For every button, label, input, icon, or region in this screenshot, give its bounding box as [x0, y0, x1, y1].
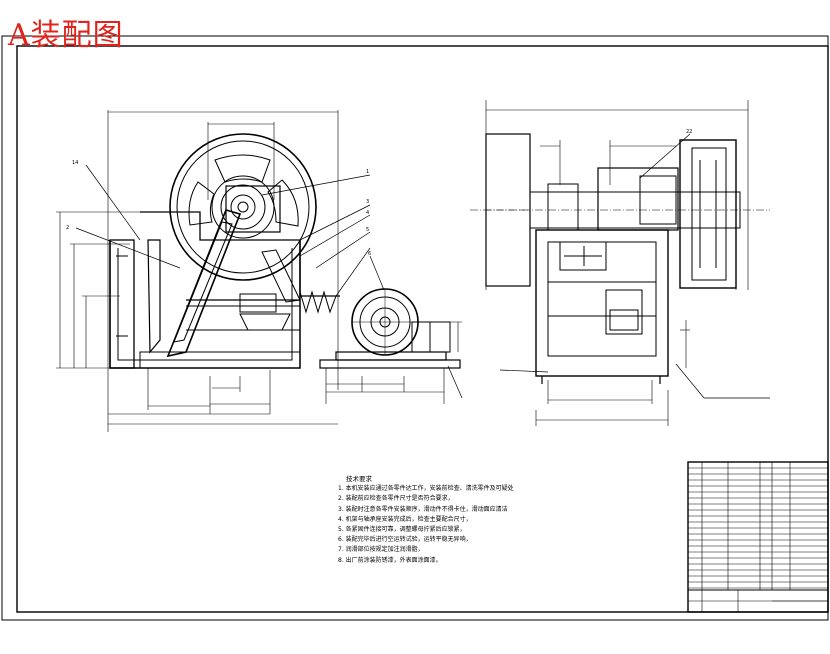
technical-requirements: 技术要求 1. 本机安装应通过各零件达工作，安装前检查、清洗零件及可疑处 2. …	[338, 474, 668, 566]
balloon-label: 5	[366, 227, 369, 233]
balloon-label: 3	[366, 199, 369, 205]
front-view	[56, 110, 371, 432]
requirement-line: 7. 润滑部位按规定加注润滑脂，	[338, 546, 424, 554]
requirement-line: 2. 装配前应检查各零件尺寸是否符合要求，	[338, 495, 454, 503]
balloon-label: 2	[66, 225, 69, 231]
drawing-title-tag: A装配图	[8, 18, 124, 53]
requirement-line: 3. 装配时注意各零件安装顺序，滑动件不得卡住，滑动面应清洁	[338, 505, 508, 513]
title-block	[687, 461, 829, 613]
motor-view	[319, 255, 463, 404]
requirement-line: 4. 机架与轴承座安装完成后，检查主要配合尺寸，	[338, 515, 472, 523]
balloon-label: 6	[368, 251, 371, 257]
parts-list-rows	[688, 467, 828, 589]
balloon-label: 4	[366, 210, 369, 216]
balloon-label: 22	[686, 129, 692, 135]
requirement-line: 5. 各紧固件连接可靠，调整螺母拧紧后应锁紧，	[338, 526, 466, 534]
side-view	[470, 100, 770, 426]
inner-border	[16, 45, 829, 613]
technical-requirements-heading: 技术要求	[346, 475, 372, 483]
balloon-label: 14	[72, 160, 78, 166]
requirement-line: 1. 本机安装应通过各零件达工作，安装前检查、清洗零件及可疑处	[338, 485, 514, 493]
requirement-line: 6. 装配完毕后进行空运转试验，运转平稳无异响，	[338, 536, 472, 544]
requirement-line: 8. 出厂前涂装防锈漆，外表面涂面漆。	[338, 556, 442, 564]
balloon-label: 1	[366, 169, 369, 175]
